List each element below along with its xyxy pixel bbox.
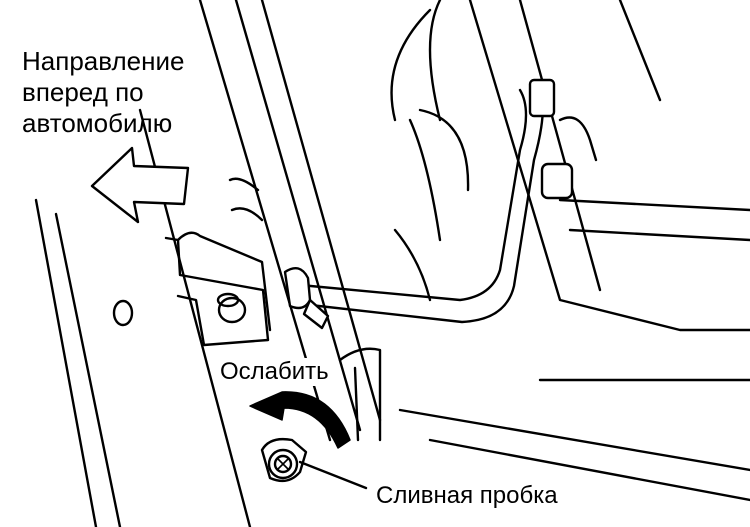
forward-direction-line-1: Направление bbox=[22, 46, 185, 76]
drain-plug-label: Сливная пробка bbox=[374, 482, 560, 510]
transmission-bracket bbox=[164, 177, 272, 347]
bracket-bolt bbox=[217, 296, 247, 324]
connector-clip bbox=[528, 78, 556, 118]
drain-plug bbox=[260, 437, 368, 490]
loosen-rotation-arrow-icon bbox=[249, 391, 351, 449]
right-side-tubes bbox=[398, 0, 750, 502]
loosen-label: Ослабить bbox=[218, 358, 331, 386]
forward-direction-label: Направление вперед по автомобилю bbox=[22, 46, 222, 139]
forward-arrow-icon bbox=[90, 146, 190, 224]
forward-direction-line-2: вперед по bbox=[22, 77, 144, 107]
forward-direction-line-3: автомобилю bbox=[22, 108, 173, 138]
sensor-plug bbox=[540, 162, 574, 200]
